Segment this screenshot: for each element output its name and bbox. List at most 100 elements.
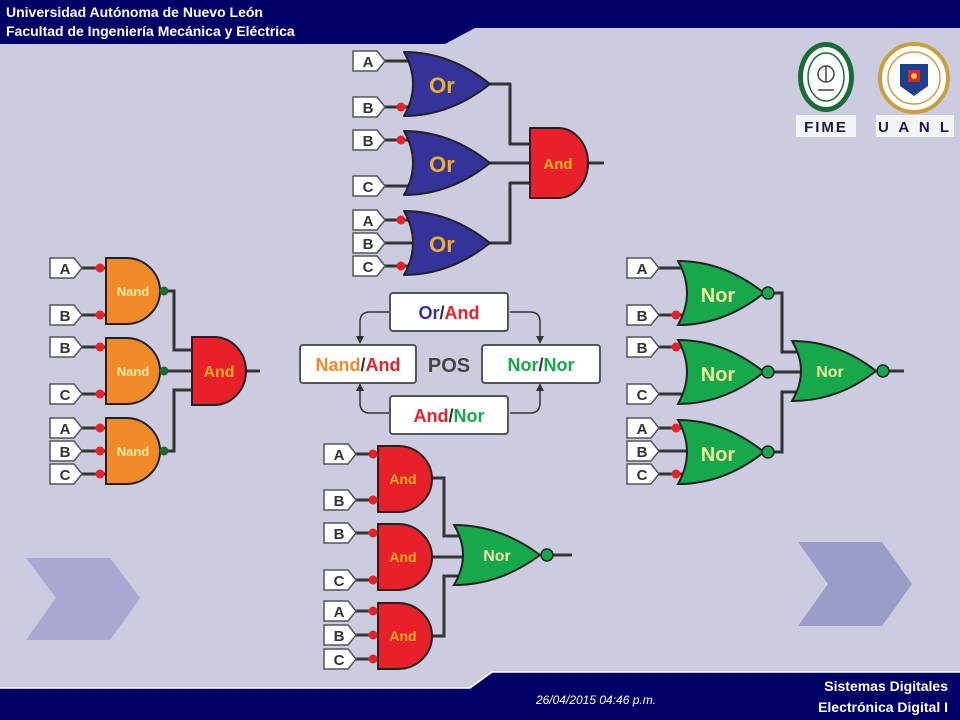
input-label: B	[363, 133, 374, 150]
nor-nor-box-label: Nor/Nor	[507, 355, 574, 375]
nor-gate-2	[676, 338, 766, 406]
input-label: C	[363, 259, 374, 276]
university-title: Universidad Autónoma de Nuevo León	[6, 4, 263, 20]
footer-course: Sistemas Digitales	[824, 678, 948, 694]
input-label: A	[334, 447, 345, 464]
nor-gate-3-label: Nor	[701, 444, 736, 466]
nand-output-dots	[159, 286, 169, 456]
or-and-box	[389, 292, 509, 332]
nor-output-gate	[452, 523, 542, 587]
input-label: C	[637, 387, 648, 404]
uanl-seal-icon	[878, 42, 950, 114]
nor-gate-3	[676, 418, 766, 486]
input-label: B	[637, 340, 648, 357]
nor-output-bubble	[540, 548, 554, 562]
or-gate-3-label: Or	[429, 232, 455, 257]
or-gate-2-label: Or	[429, 152, 455, 177]
nor-nor-box	[481, 344, 601, 384]
and-gate-3	[377, 602, 433, 670]
input-label: C	[334, 652, 345, 669]
input-label: A	[60, 261, 71, 278]
input-label: B	[334, 493, 345, 510]
input-label: B	[363, 100, 374, 117]
input-label: C	[334, 573, 345, 590]
input-label: A	[363, 213, 374, 230]
nor-output-gate	[790, 339, 878, 403]
circuit-nand-and: Nand Nand Nand And A B B C A B C	[49, 257, 260, 485]
and-gate-1-label: And	[389, 471, 416, 487]
and-output-gate	[529, 127, 589, 199]
nand-and-box-label: Nand/And	[315, 355, 400, 375]
footer-timestamp: 26/04/2015 04:46 p.m.	[535, 693, 656, 707]
input-label: B	[60, 308, 71, 325]
nor-output-bubbles	[761, 286, 775, 459]
footer-subject: Electrónica Digital I	[818, 699, 948, 715]
nand-gate-3-label: Nand	[117, 444, 150, 459]
and-gate-2	[377, 523, 433, 591]
input-label: C	[60, 387, 71, 404]
header-band: Universidad Autónoma de Nuevo León Facul…	[0, 0, 960, 44]
and-nor-inputs: A B B C A B C	[323, 443, 357, 670]
nand-gate-1-label: Nand	[117, 284, 150, 299]
nor-gate-1	[676, 259, 766, 327]
nor-output-bubble	[876, 364, 890, 378]
and-gate-2-label: And	[389, 549, 416, 565]
input-label: A	[637, 421, 648, 438]
input-label: C	[637, 467, 648, 484]
nor-output-label: Nor	[483, 548, 511, 565]
input-label: B	[60, 444, 71, 461]
input-label: A	[637, 261, 648, 278]
or-gate-3	[403, 210, 491, 276]
faculty-title: Facultad de Ingeniería Mecánica y Eléctr…	[6, 23, 295, 39]
and-output-label: And	[203, 364, 234, 381]
or-gate-1	[403, 51, 491, 117]
fime-seal-icon	[798, 42, 854, 112]
and-output-label: And	[543, 156, 572, 173]
or-gate-2	[403, 130, 491, 196]
inverter-dots	[396, 102, 406, 271]
nand-and-box	[299, 344, 417, 384]
nand-gate-2-label: Nand	[117, 364, 150, 379]
uanl-label: U A N L	[878, 119, 952, 136]
input-label: C	[363, 179, 374, 196]
and-nor-box-label: And/Nor	[413, 406, 484, 426]
input-label: B	[637, 444, 648, 461]
nand-gate-3	[105, 417, 161, 485]
input-label: A	[363, 54, 374, 71]
circuit-or-and: Or Or Or And A B B C A B C	[352, 50, 604, 277]
nand-and-inputs: A B B C A B C	[49, 257, 83, 485]
input-label: A	[334, 604, 345, 621]
chevron-right-icon[interactable]	[798, 542, 912, 626]
pos-label: POS	[428, 355, 470, 377]
fime-logo: FIME	[796, 42, 856, 137]
uanl-logo: U A N L	[876, 42, 954, 137]
or-and-box-label: Or/And	[418, 303, 479, 323]
footer-band: 26/04/2015 04:46 p.m. Sistemas Digitales…	[0, 671, 960, 720]
fime-label: FIME	[804, 119, 848, 136]
inverter-dots	[671, 310, 681, 479]
inverter-dots	[95, 263, 105, 479]
nor-output-label: Nor	[816, 364, 844, 381]
hub-arrows	[356, 311, 544, 414]
input-label: A	[60, 421, 71, 438]
input-label: B	[334, 526, 345, 543]
nor-gate-1-label: Nor	[701, 285, 736, 307]
input-label: B	[334, 628, 345, 645]
input-label: B	[363, 236, 374, 253]
and-gate-1	[377, 445, 433, 513]
pos-hub: Or/And Nand/And POS Nor/Nor And/Nor	[299, 292, 601, 435]
inverter-dots	[368, 449, 378, 664]
nor-gate-2-label: Nor	[701, 364, 736, 386]
or-gate-1-label: Or	[429, 73, 455, 98]
circuit-and-nor: And And And Nor A B B C A B C	[323, 443, 572, 670]
circuit-nor-nor: Nor Nor Nor Nor A B B C A B C	[626, 257, 904, 486]
chevron-left-icon[interactable]	[26, 558, 140, 640]
and-gate-3-label: And	[389, 628, 416, 644]
nor-nor-inputs: A B B C A B C	[626, 257, 660, 485]
input-label: B	[60, 340, 71, 357]
input-label: B	[637, 308, 648, 325]
or-and-inputs: A B B C A B C	[352, 50, 386, 277]
input-label: C	[60, 467, 71, 484]
nand-gate-2	[105, 337, 161, 405]
